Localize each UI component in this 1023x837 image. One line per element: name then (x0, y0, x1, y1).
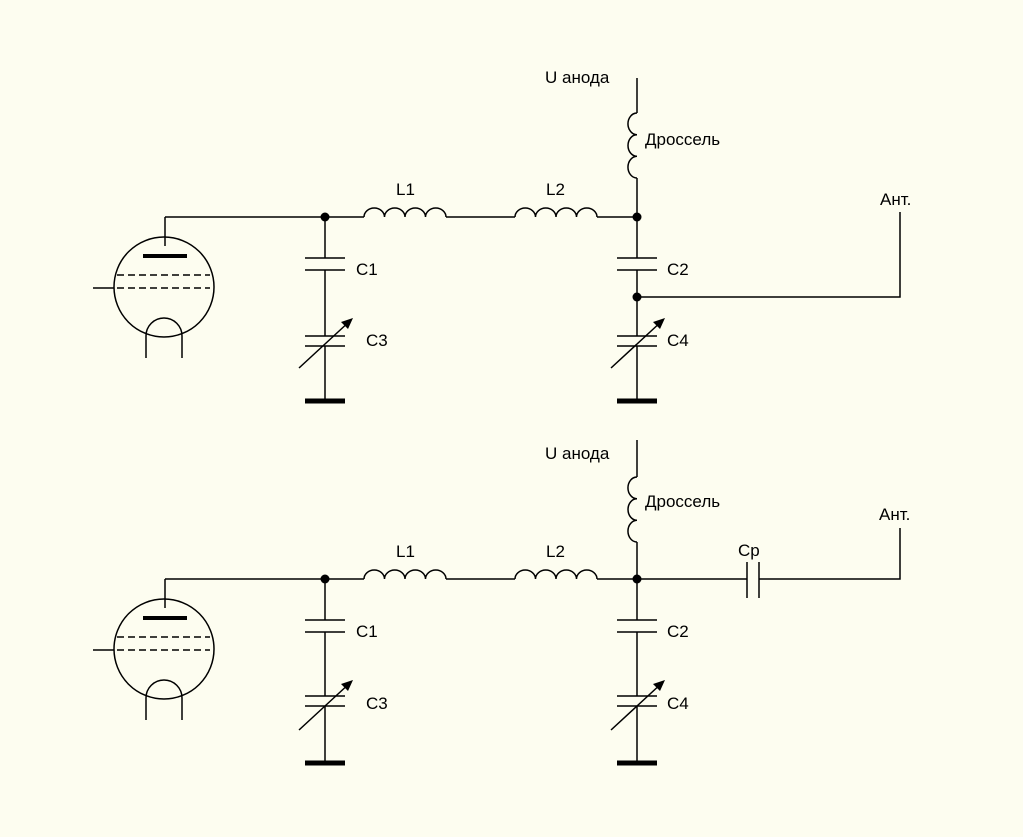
label-l1: L1 (396, 542, 415, 561)
label-l2: L2 (546, 180, 565, 199)
label-c1: C1 (356, 260, 378, 279)
label-l2: L2 (546, 542, 565, 561)
junction-dot (320, 212, 330, 222)
label-c3: C3 (366, 331, 388, 350)
inductor-l2 (514, 207, 598, 218)
label-anode: U анода (545, 444, 610, 463)
label-choke: Дроссель (645, 130, 720, 149)
variable-capacitor-c4 (610, 318, 665, 369)
capacitor-c1 (305, 619, 345, 633)
capacitor-c2 (617, 257, 657, 271)
label-c2: C2 (667, 260, 689, 279)
inductor-l1 (363, 207, 447, 218)
schematic-bottom: U анода Дроссель Ант. Cp L1 L2 C1 C2 C3 … (93, 440, 910, 766)
label-c4: C4 (667, 694, 689, 713)
label-c2: C2 (667, 622, 689, 641)
inductor-l1 (363, 569, 447, 580)
variable-capacitor-c3 (298, 680, 353, 731)
junction-dot (632, 574, 642, 584)
inductor-l2 (514, 569, 598, 580)
wires-2 (165, 440, 901, 762)
vacuum-tube-1 (93, 217, 215, 358)
variable-capacitor-c3 (298, 318, 353, 369)
variable-capacitor-c4 (610, 680, 665, 731)
junction-dot (632, 292, 642, 302)
capacitor-c1 (305, 257, 345, 271)
label-antenna: Ант. (879, 505, 910, 524)
vacuum-tube-2 (93, 579, 215, 720)
capacitor-c2 (617, 619, 657, 633)
choke-inductor (627, 476, 638, 543)
junction-dot (632, 212, 642, 222)
label-cp: Cp (738, 541, 760, 560)
choke-inductor (627, 112, 638, 179)
label-l1: L1 (396, 180, 415, 199)
junction-dot (320, 574, 330, 584)
label-c4: C4 (667, 331, 689, 350)
wires-1 (165, 78, 901, 400)
label-choke: Дроссель (645, 492, 720, 511)
label-c3: C3 (366, 694, 388, 713)
label-anode: U анода (545, 68, 610, 87)
label-c1: C1 (356, 622, 378, 641)
label-antenna: Ант. (880, 190, 911, 209)
schematic-top: U анода Дроссель Ант. L1 L2 C1 C2 C3 C4 (93, 68, 911, 404)
capacitor-cp (746, 562, 760, 598)
